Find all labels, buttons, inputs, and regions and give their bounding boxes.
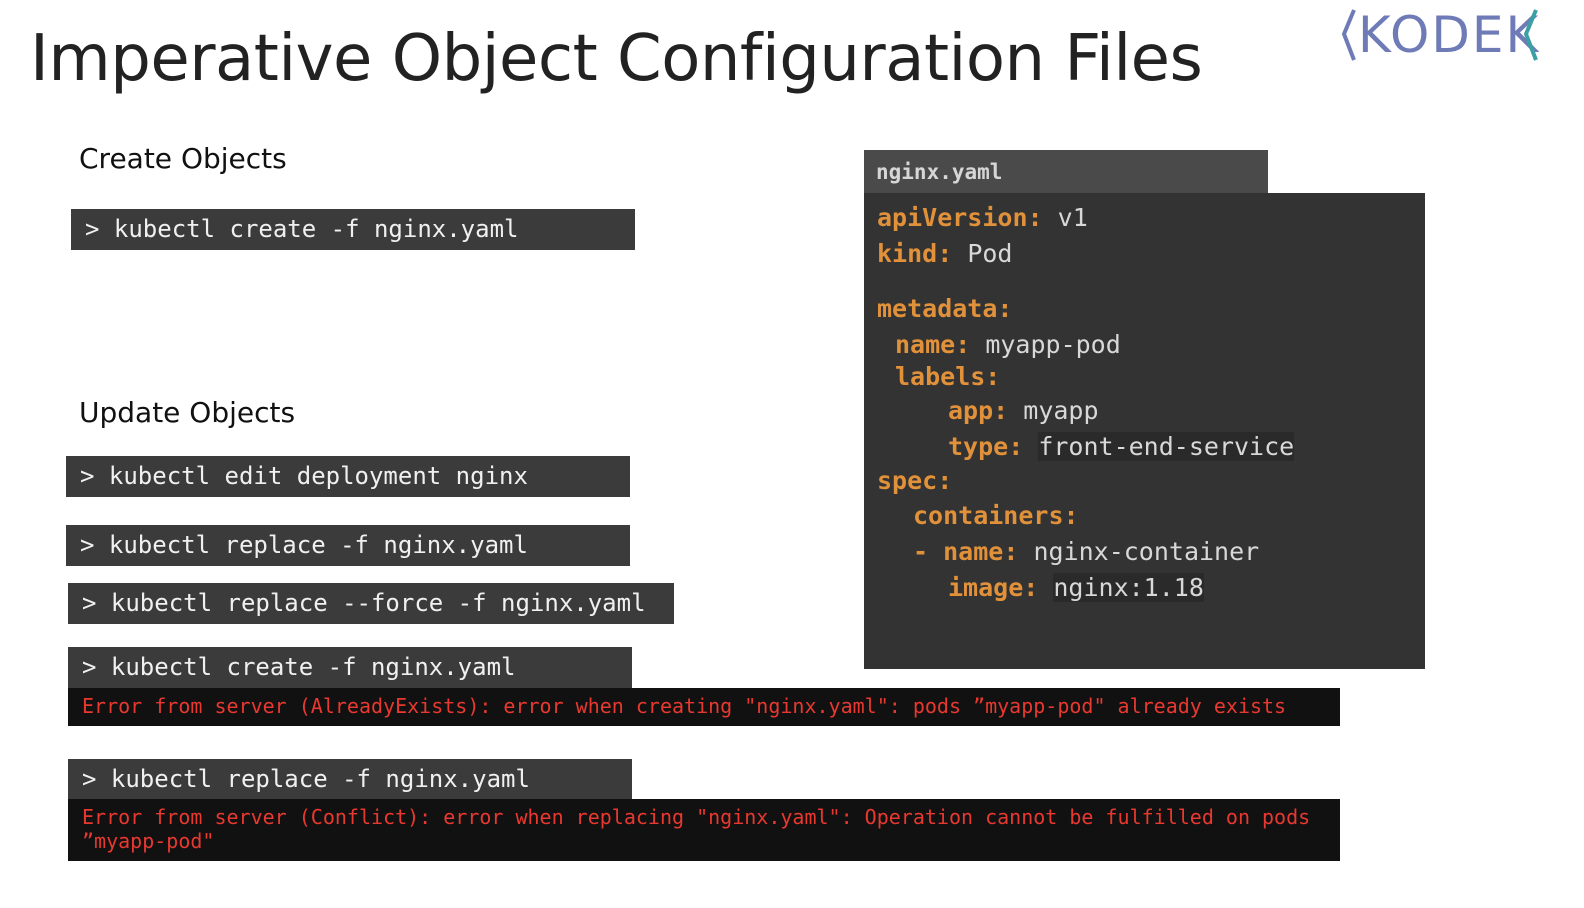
yaml-key: containers: — [913, 501, 1079, 530]
yaml-code-block: apiVersion: v1 kind: Pod metadata: name:… — [864, 193, 1425, 669]
yaml-key: app: — [948, 396, 1009, 425]
yaml-filename-tab: nginx.yaml — [864, 150, 1268, 194]
replace-force-command: > kubectl replace --force -f nginx.yaml — [68, 583, 674, 624]
yaml-dash: - — [913, 537, 944, 566]
yaml-line-name: name: myapp-pod — [895, 330, 1121, 359]
yaml-value: nginx:1.18 — [1053, 573, 1204, 602]
yaml-line-kind: kind: Pod — [877, 239, 1012, 268]
yaml-line-apiversion: apiVersion: v1 — [877, 203, 1088, 232]
slide-title: Imperative Object Configuration Files — [30, 22, 1203, 96]
yaml-key: name: — [943, 537, 1019, 566]
yaml-key: spec: — [877, 466, 953, 495]
yaml-value: myapp — [1023, 396, 1099, 425]
kodekloud-logo: KODEK — [1336, 4, 1566, 66]
already-exists-error: Error from server (AlreadyExists): error… — [68, 688, 1340, 726]
create-objects-label: Create Objects — [79, 142, 287, 175]
yaml-value: front-end-service — [1038, 432, 1295, 461]
logo-brackets-icon — [1341, 9, 1538, 61]
yaml-value: Pod — [967, 239, 1013, 268]
edit-command: > kubectl edit deployment nginx — [66, 456, 630, 497]
yaml-line-app: app: myapp — [948, 396, 1099, 425]
yaml-key: apiVersion: — [877, 203, 1043, 232]
yaml-key: image: — [948, 573, 1039, 602]
yaml-value: myapp-pod — [985, 330, 1121, 359]
yaml-key: metadata: — [877, 294, 1013, 323]
yaml-line-image: image: nginx:1.18 — [948, 573, 1204, 602]
yaml-line-type: type: front-end-service — [948, 432, 1295, 461]
yaml-key: kind: — [877, 239, 953, 268]
conflict-error: Error from server (Conflict): error when… — [68, 799, 1340, 861]
yaml-key: labels: — [895, 362, 1001, 391]
create-command: > kubectl create -f nginx.yaml — [71, 209, 635, 250]
yaml-key: name: — [895, 330, 971, 359]
yaml-line-labels: labels: — [895, 362, 1000, 391]
update-objects-label: Update Objects — [79, 396, 296, 429]
yaml-line-metadata: metadata: — [877, 294, 1012, 323]
logo-text: KODEK — [1358, 6, 1541, 64]
yaml-line-containers: containers: — [913, 501, 1079, 530]
yaml-line-container-name: - name: nginx-container — [913, 537, 1259, 566]
yaml-value: nginx-container — [1033, 537, 1260, 566]
create-again-command: > kubectl create -f nginx.yaml — [68, 647, 632, 688]
replace-again-command: > kubectl replace -f nginx.yaml — [68, 759, 632, 800]
yaml-line-spec: spec: — [877, 466, 952, 495]
yaml-key: type: — [948, 432, 1024, 461]
replace-command: > kubectl replace -f nginx.yaml — [66, 525, 630, 566]
yaml-value: v1 — [1057, 203, 1088, 232]
